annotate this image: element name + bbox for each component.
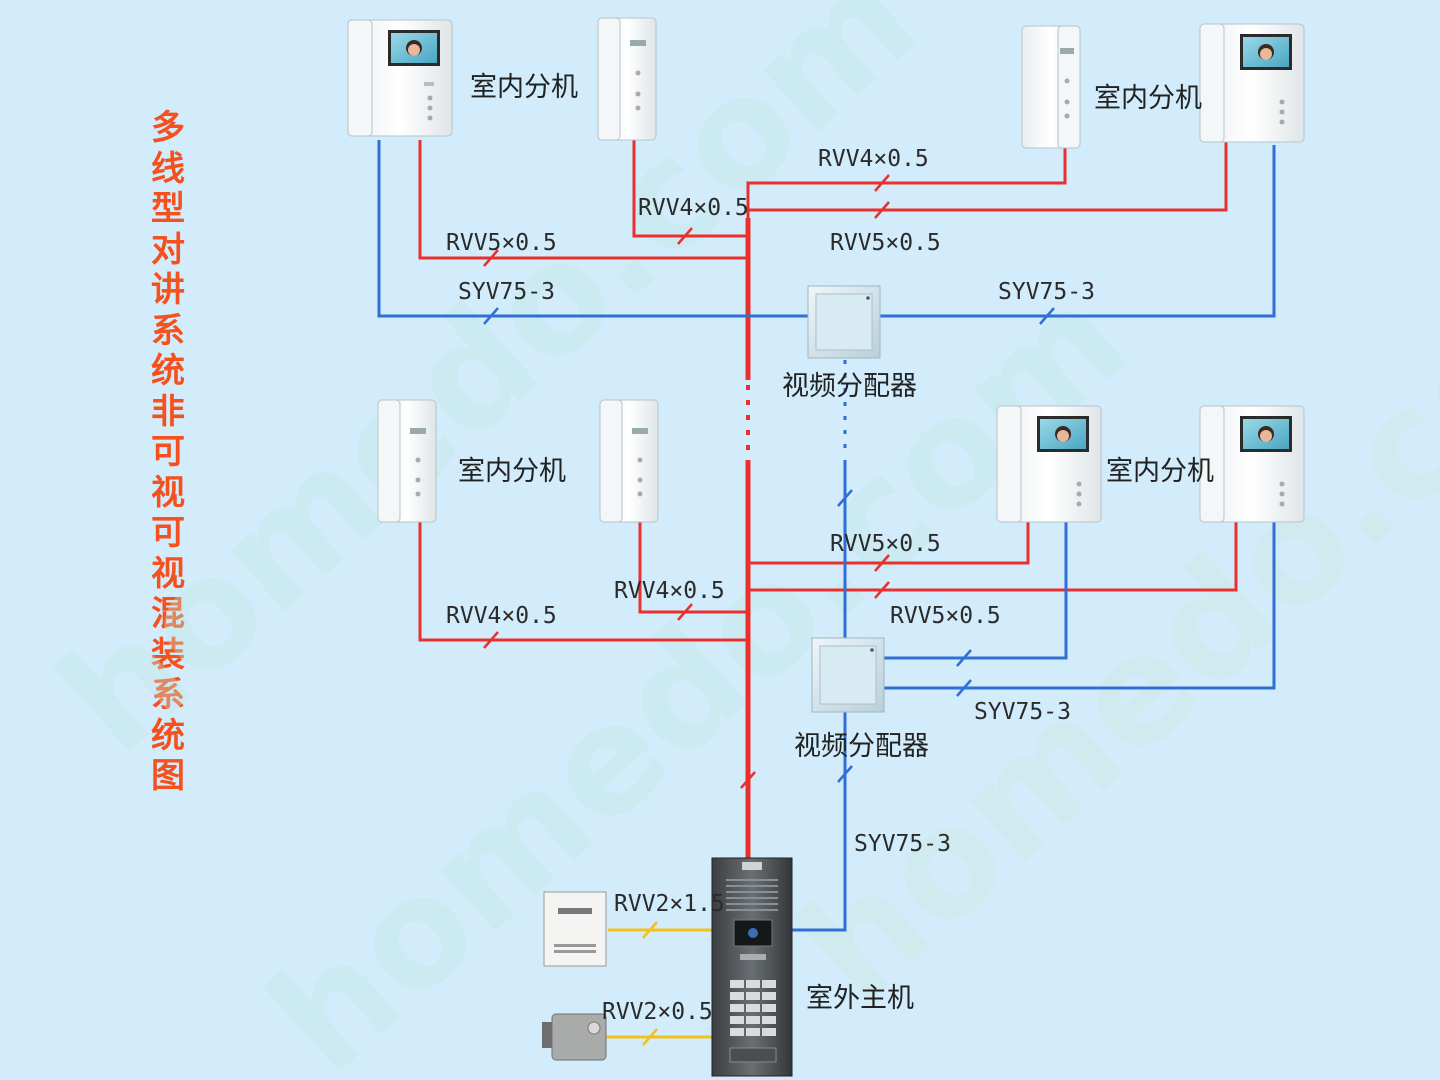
cable-label-rvv4: RVV4×0.5 xyxy=(614,578,725,604)
cable-label-rvv4: RVV4×0.5 xyxy=(638,195,749,221)
cable-label-rvv5: RVV5×0.5 xyxy=(830,531,941,557)
cable-label-syv: SYV75-3 xyxy=(974,699,1071,725)
indoor-unit-label: 室内分机 xyxy=(458,456,566,487)
cable-label-syv: SYV75-3 xyxy=(998,279,1095,305)
indoor-unit-label: 室内分机 xyxy=(1106,456,1214,487)
cable-label-rvv5: RVV5×0.5 xyxy=(446,230,557,256)
audio-indoor-unit xyxy=(599,399,659,523)
outdoor-main-unit-label: 室外主机 xyxy=(806,983,914,1014)
cable-labels: RVV4×0.5 RVV4×0.5 RVV5×0.5 RVV5×0.5 SYV7… xyxy=(446,146,1095,1025)
cable-label-syv: SYV75-3 xyxy=(458,279,555,305)
video-indoor-unit xyxy=(996,405,1102,523)
video-distributor-label: 视频分配器 xyxy=(782,371,917,402)
audio-indoor-unit xyxy=(1021,25,1081,149)
power-wiring xyxy=(418,125,1238,860)
video-distributor-label: 视频分配器 xyxy=(794,731,929,762)
cable-label-syv: SYV75-3 xyxy=(854,831,951,857)
cable-ticks xyxy=(483,174,1055,1046)
diagram-title: 多线型对讲系统非可视可视混装系统图 xyxy=(151,108,185,796)
cable-label-rvv5: RVV5×0.5 xyxy=(890,603,1001,629)
electric-lock xyxy=(542,1013,607,1061)
video-distributor-box xyxy=(807,285,881,359)
video-indoor-unit xyxy=(1199,405,1305,523)
indoor-unit-label: 室内分机 xyxy=(1094,83,1202,114)
cable-label-rvv5: RVV5×0.5 xyxy=(830,230,941,256)
audio-indoor-unit xyxy=(377,399,437,523)
cable-label-rvv4: RVV4×0.5 xyxy=(446,603,557,629)
power-supply-box xyxy=(543,891,607,967)
device-labels: 室内分机 室内分机 室内分机 室内分机 视频分配器 视频分配器 室外主机 xyxy=(458,72,1214,1014)
cable-label-rvv2-lock: RVV2×0.5 xyxy=(602,999,713,1025)
cable-label-rvv2-power: RVV2×1.5 xyxy=(614,891,725,917)
outdoor-main-unit xyxy=(711,857,793,1077)
audio-indoor-unit xyxy=(597,17,657,141)
video-indoor-unit xyxy=(347,19,453,137)
video-indoor-unit xyxy=(1199,23,1305,143)
video-wiring xyxy=(377,140,1276,932)
cable-label-rvv4: RVV4×0.5 xyxy=(818,146,929,172)
lock-wiring xyxy=(600,928,716,1039)
indoor-unit-label: 室内分机 xyxy=(470,72,578,103)
video-distributor-box xyxy=(811,637,885,713)
